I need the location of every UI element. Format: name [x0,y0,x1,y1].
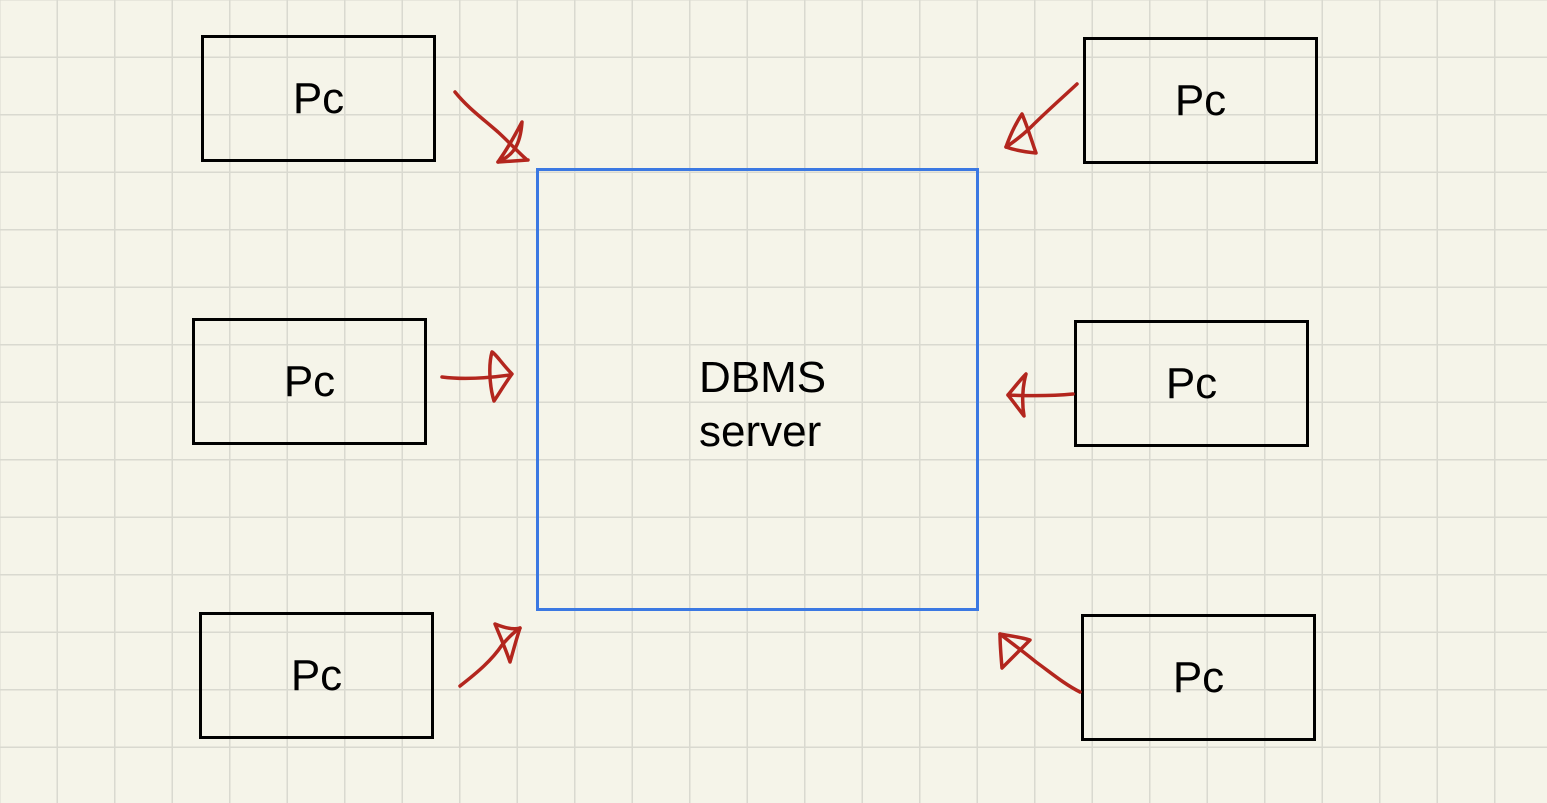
pc-node-right-middle: Pc [1074,320,1309,447]
pc-label: Pc [283,356,336,406]
arrow-right-middle [1006,372,1075,418]
pc-label: Pc [1174,75,1227,125]
pc-node-left-middle: Pc [192,318,427,445]
pc-label: Pc [290,650,343,700]
arrow-right-bottom [998,632,1082,694]
arrow-right-top [1004,82,1079,155]
pc-node-left-bottom: Pc [199,612,434,739]
arrow-left-top [453,90,530,164]
pc-label: Pc [1172,652,1225,702]
arrow-left-bottom [458,622,522,688]
server-label-line2: server [699,407,822,456]
server-label-line1: DBMS [699,353,827,402]
server-label: DBMS server [699,351,826,459]
pc-label: Pc [1165,358,1218,408]
pc-label: Pc [292,73,345,123]
pc-node-right-bottom: Pc [1081,614,1316,741]
arrow-left-middle [440,350,514,403]
pc-node-left-top: Pc [201,35,436,162]
pc-node-right-top: Pc [1083,37,1318,164]
dbms-server-node: DBMS server [536,168,979,611]
